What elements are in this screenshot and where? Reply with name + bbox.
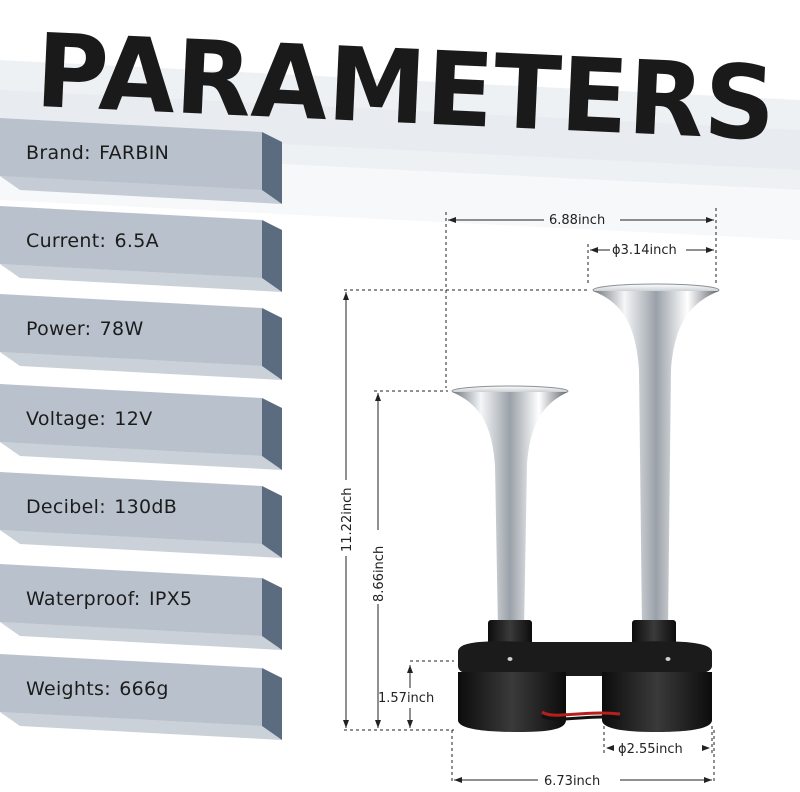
spec-value: 12V bbox=[114, 408, 153, 430]
spec-value: 130dB bbox=[114, 496, 178, 518]
tab-shape bbox=[0, 384, 282, 470]
product-dimension-diagram: 6.88inch ϕ3.14inch 11.22inch 8.66inch 1.… bbox=[330, 200, 800, 792]
tab-shape bbox=[0, 564, 282, 650]
spec-label: Waterproof bbox=[26, 588, 134, 610]
spec-voltage: Voltage: 12V bbox=[26, 408, 153, 430]
spec-current: Current: 6.5A bbox=[26, 230, 159, 252]
spec-sep: : bbox=[99, 408, 107, 430]
spec-value: FARBIN bbox=[99, 142, 170, 164]
dim-base-diameter: ϕ2.55inch bbox=[618, 742, 683, 757]
spec-power: Power: 78W bbox=[26, 318, 144, 340]
spec-label: Power bbox=[26, 318, 85, 340]
horn-drawing: 6.88inch ϕ3.14inch 11.22inch 8.66inch 1.… bbox=[340, 208, 720, 789]
spec-value: 666g bbox=[119, 678, 169, 700]
tab-shape bbox=[0, 294, 282, 380]
spec-sep: : bbox=[99, 230, 107, 252]
spec-weights: Weights: 666g bbox=[26, 678, 169, 700]
tall-horn bbox=[592, 283, 720, 630]
spec-tab-voltage: Voltage: 12V bbox=[0, 384, 282, 470]
dim-overall-width-top: 6.88inch bbox=[549, 213, 605, 228]
short-horn bbox=[451, 385, 569, 630]
dim-base-width: 6.73inch bbox=[544, 774, 600, 789]
spec-sep: : bbox=[99, 496, 106, 518]
spec-sep: : bbox=[84, 318, 92, 340]
spec-label: Weights bbox=[26, 678, 105, 700]
dimension-lines bbox=[344, 208, 717, 784]
spec-decibel: Decibel: 130dB bbox=[26, 496, 177, 518]
dim-bell-diameter: ϕ3.14inch bbox=[612, 243, 677, 258]
spec-sep: : bbox=[84, 142, 91, 164]
tab-shape bbox=[0, 654, 282, 740]
dim-short-horn-height: 8.66inch bbox=[372, 546, 387, 602]
spec-tab-current: Current: 6.5A bbox=[0, 206, 282, 292]
spec-label: Decibel bbox=[26, 496, 100, 518]
spec-value: 6.5A bbox=[114, 230, 159, 252]
spec-label: Voltage bbox=[26, 408, 100, 430]
tab-shape bbox=[0, 206, 282, 292]
spec-sep: : bbox=[104, 678, 111, 700]
spec-tab-power: Power: 78W bbox=[0, 294, 282, 380]
dim-base-height: 1.57inch bbox=[378, 691, 434, 706]
spec-value: IPX5 bbox=[148, 588, 193, 610]
spec-tab-waterproof: Waterproof: IPX5 bbox=[0, 564, 282, 650]
spec-waterproof: Waterproof: IPX5 bbox=[26, 588, 192, 610]
dim-total-height: 11.22inch bbox=[340, 488, 355, 552]
spec-label: Brand bbox=[26, 142, 85, 164]
power-wires bbox=[541, 710, 621, 717]
spec-value: 78W bbox=[99, 318, 144, 340]
left-compressor bbox=[458, 672, 566, 732]
dimension-arrows bbox=[343, 217, 714, 783]
tab-shape bbox=[0, 118, 282, 204]
spec-tab-brand: Brand: FARBIN bbox=[0, 118, 282, 204]
spec-brand: Brand: FARBIN bbox=[26, 142, 169, 164]
tab-shape bbox=[0, 472, 282, 558]
spec-tab-decibel: Decibel: 130dB bbox=[0, 472, 282, 558]
spec-label: Current bbox=[26, 230, 100, 252]
spec-tab-weights: Weights: 666g bbox=[0, 654, 282, 740]
spec-sep: : bbox=[133, 588, 141, 610]
base-plate bbox=[458, 641, 712, 677]
right-compressor bbox=[602, 672, 712, 732]
